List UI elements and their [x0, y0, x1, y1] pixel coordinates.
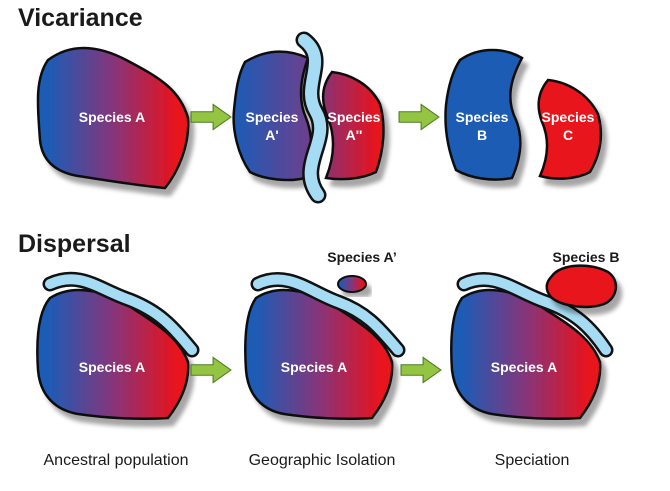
dispersal-small-island-blob [337, 275, 367, 293]
dispersal-speciation-mainland-blob [450, 288, 602, 421]
vicariance-species-word-c: Species [542, 109, 595, 125]
vicariance-ancestral-blob [36, 46, 190, 190]
dispersal-species-a-label-2: Species A [281, 359, 347, 375]
vicariance-species-word-b: Species [456, 109, 509, 125]
vicariance-species-b-blob [444, 48, 524, 181]
dispersal-ancestral-blob [36, 288, 190, 421]
dispersal-title: Dispersal [18, 230, 131, 258]
vicariance-species-word-left: Species [246, 109, 299, 125]
vicariance-species-a-label: Species A [79, 109, 145, 125]
vicariance-c-label: C [563, 127, 573, 143]
caption-geographic-isolation: Geographic Isolation [249, 452, 396, 469]
vicariance-a-prime-label: A' [265, 127, 278, 143]
dispersal-species-a-label-1: Species A [79, 359, 145, 375]
dispersal-species-b-label: Species B [553, 249, 620, 265]
vicariance-arrow-1-icon [190, 103, 232, 131]
dispersal-species-a-prime-label: Species A’ [327, 249, 397, 265]
dispersal-species-b-island-blob [545, 264, 617, 309]
dispersal-isolation-mainland-blob [244, 288, 394, 421]
vicariance-arrow-2-icon [398, 103, 440, 131]
dispersal-arrow-1-icon [190, 356, 232, 384]
dispersal-species-a-label-3: Species A [491, 359, 557, 375]
caption-ancestral-population: Ancestral population [44, 452, 189, 469]
vicariance-b-label: B [477, 127, 487, 143]
vicariance-species-word-right: Species [328, 109, 381, 125]
vicariance-species-c-blob [537, 78, 602, 180]
dispersal-arrow-2-icon [400, 356, 442, 384]
vicariance-a-double-prime-label: A'' [346, 127, 363, 143]
vicariance-title: Vicariance [18, 4, 143, 32]
vicariance-isolation-right-blob [321, 70, 385, 181]
caption-speciation: Speciation [495, 452, 570, 469]
